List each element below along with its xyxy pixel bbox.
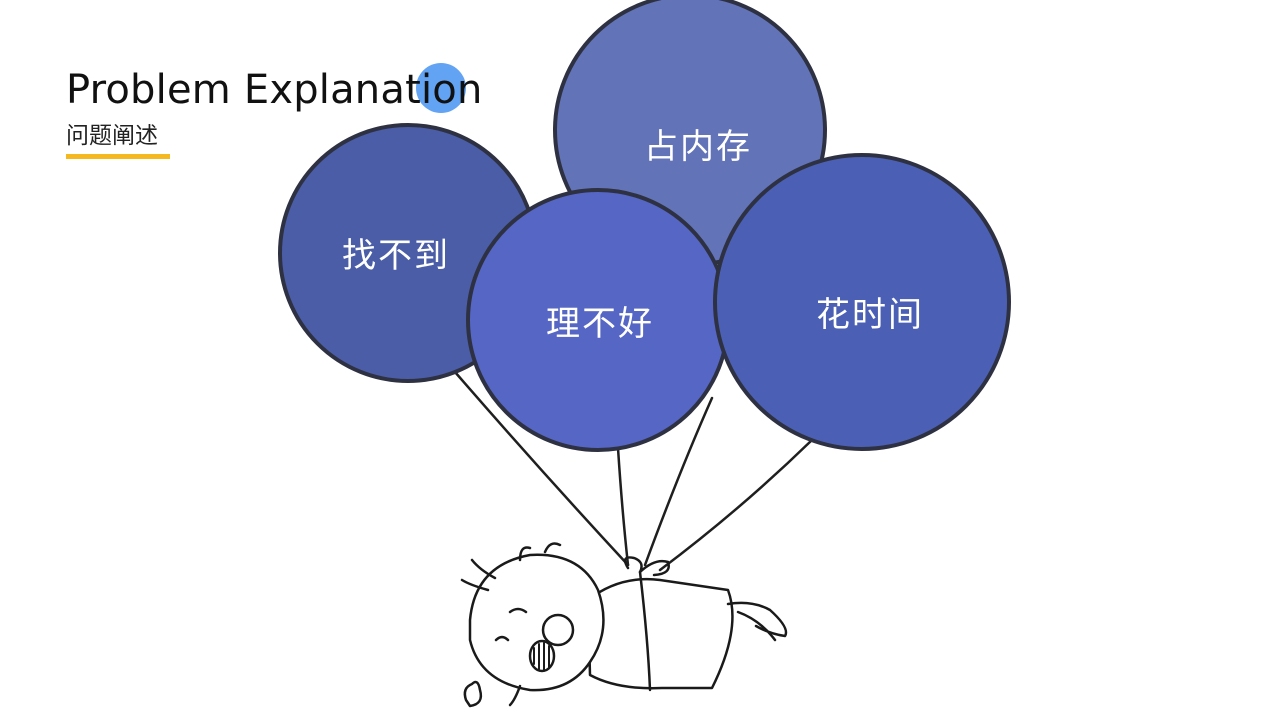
figure-bow [623, 556, 670, 577]
balloon-time: 花时间 [713, 153, 1011, 451]
balloon-time-label: 花时间 [816, 295, 924, 335]
figure-mouth-hatch [533, 642, 550, 671]
string-not-found [453, 370, 630, 567]
balloon-memory-label: 占内存 [644, 127, 752, 167]
figure-rope [638, 570, 652, 692]
floating-person-figure [460, 542, 788, 708]
figure-legs [726, 601, 788, 642]
balloon-messy-label: 理不好 [546, 304, 654, 344]
figure-head [468, 553, 605, 692]
figure-eyes [494, 607, 528, 642]
figure-body [586, 578, 734, 690]
balloon-messy: 理不好 [466, 188, 730, 452]
figure-arm [508, 684, 522, 707]
page-subtitle: 问题阐述 [66, 123, 158, 149]
subtitle-underline [66, 154, 170, 159]
balloon-strings [453, 370, 814, 572]
accent-dot [416, 63, 466, 113]
figure-hair [460, 542, 562, 592]
balloon-not-found-label: 找不到 [342, 236, 450, 276]
page-title: Problem Explanation [66, 67, 483, 113]
string-memory [643, 396, 714, 567]
figure-cheek [541, 613, 575, 647]
balloon-time-shape [713, 153, 1011, 451]
string-messy [616, 446, 630, 567]
figure-sweat-drop [463, 680, 483, 708]
string-time [658, 438, 814, 572]
